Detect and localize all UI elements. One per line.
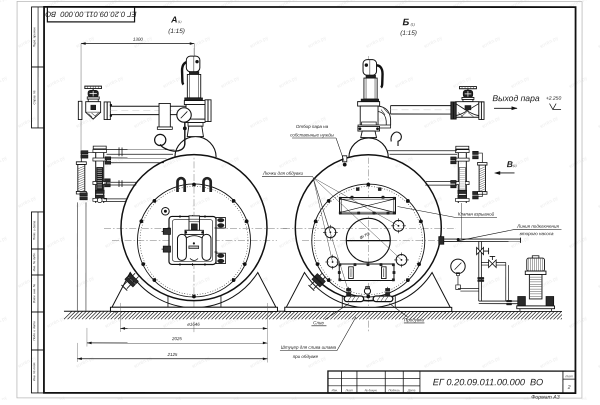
svg-text:Продувка: Продувка (404, 317, 424, 322)
svg-text:ЕГ 0.20.09.011.00.000 ВО: ЕГ 0.20.09.011.00.000 ВО (45, 10, 136, 19)
svg-text:собственные нужды: собственные нужды (290, 132, 334, 137)
svg-text:Взам. инв. №: Взам. инв. № (32, 283, 36, 303)
svg-text:ЕГ 0.20.09.011.00.000 ВО: ЕГ 0.20.09.011.00.000 ВО (433, 377, 543, 387)
svg-text:второго насоса: второго насоса (520, 231, 554, 236)
svg-text:(1:15): (1:15) (400, 30, 417, 37)
svg-text:Б: Б (402, 17, 409, 28)
svg-text:Штуцер для слива шлама: Штуцер для слива шлама (281, 345, 337, 350)
svg-text:2025: 2025 (171, 336, 182, 341)
svg-text:Справ. №: Справ. № (32, 90, 36, 105)
svg-text:(1): (1) (513, 164, 517, 168)
svg-text:Инв. № подл.: Инв. № подл. (32, 362, 36, 381)
svg-text:Выход пара: Выход пара (492, 93, 539, 103)
svg-text:Подп. и дата: Подп. и дата (32, 321, 36, 341)
svg-text:2: 2 (567, 385, 571, 391)
svg-text:Подпись: Подпись (388, 388, 400, 392)
svg-text:А: А (170, 15, 177, 25)
svg-text:Инв. № дубл.: Инв. № дубл. (32, 252, 36, 271)
svg-text:(1:15): (1:15) (168, 28, 185, 35)
svg-text:Дата: Дата (407, 388, 416, 392)
svg-text:Клапан взрывной: Клапан взрывной (458, 211, 495, 217)
svg-text:ø1646: ø1646 (187, 322, 200, 327)
svg-text:Отбор пара на: Отбор пара на (296, 124, 329, 129)
svg-text:Изм.: Изм. (332, 388, 338, 392)
svg-text:+2.250: +2.250 (546, 96, 562, 102)
svg-text:2125: 2125 (167, 352, 178, 357)
svg-text:Перв. примен.: Перв. примен. (32, 26, 36, 47)
svg-text:(1): (1) (411, 23, 415, 27)
svg-text:1300: 1300 (133, 37, 144, 42)
svg-text:№ докум.: № докум. (365, 388, 378, 392)
svg-text:В: В (507, 159, 513, 169)
svg-text:Лист: Лист (564, 374, 573, 378)
svg-text:Формат А3: Формат А3 (531, 395, 560, 400)
svg-text:(1): (1) (178, 20, 182, 24)
svg-text:Лючки для обдувки: Лючки для обдувки (262, 171, 303, 176)
svg-text:Лист: Лист (345, 388, 354, 392)
svg-text:Линия подключения: Линия подключения (516, 224, 559, 229)
svg-text:Слив: Слив (313, 320, 324, 325)
svg-text:при обдувке: при обдувке (293, 354, 319, 359)
svg-text:Подп. и дата: Подп. и дата (32, 220, 36, 240)
